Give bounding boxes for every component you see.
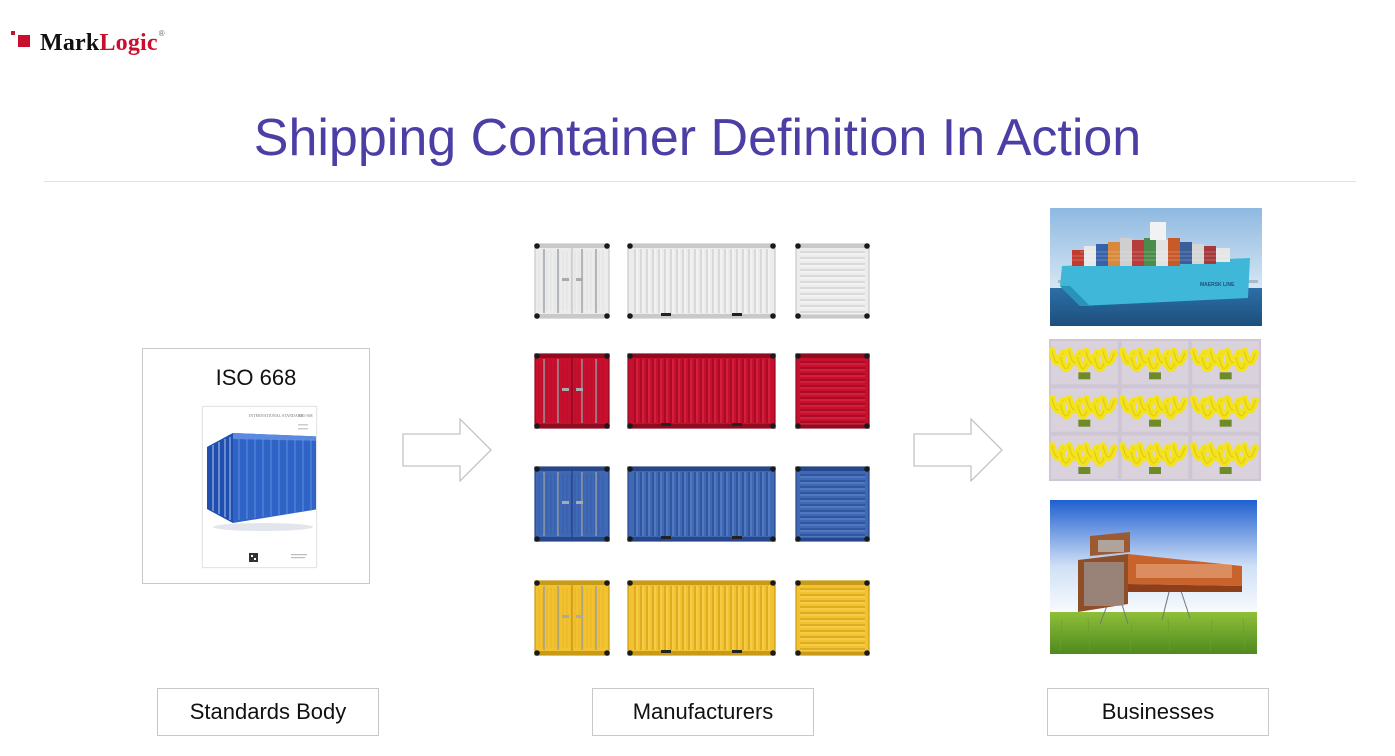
ship-icon: MAERSK LINE (1050, 208, 1262, 326)
container-end-icon (795, 466, 870, 542)
container-door-icon (534, 580, 610, 656)
container-side-icon (627, 353, 776, 429)
title-divider (44, 181, 1356, 182)
logo-registered-mark: ® (158, 28, 165, 38)
arrow-right-icon (913, 418, 1003, 482)
bananas-photo (1049, 339, 1261, 481)
iso-standard-card: ISO 668 INTERNATIONAL STANDARD ISO 668 (142, 348, 370, 584)
container-house-photo (1050, 500, 1257, 654)
container-end-icon (795, 580, 870, 656)
bananas-icon (1049, 339, 1261, 481)
logo-text-logic: Logic (99, 29, 158, 56)
logo-text-mark: Mark (40, 29, 100, 56)
container-door-icon (534, 353, 610, 429)
container-door-icon (534, 466, 610, 542)
ship-photo: MAERSK LINE (1050, 208, 1262, 326)
arrow-right-icon (402, 418, 492, 482)
page-title: Shipping Container Definition In Action (253, 109, 1142, 167)
manufacturers-label: Manufacturers (592, 688, 814, 736)
businesses-label: Businesses (1047, 688, 1269, 736)
container-end-icon (795, 243, 870, 319)
svg-text:MAERSK LINE: MAERSK LINE (1200, 282, 1235, 288)
container-side-icon (627, 580, 776, 656)
marklogic-logo: MarkLogic ® (11, 26, 165, 60)
container-side-icon (627, 466, 776, 542)
iso-document-image: INTERNATIONAL STANDARD ISO 668 (202, 406, 331, 568)
container-side-icon (627, 243, 776, 319)
container-end-icon (795, 353, 870, 429)
doc-header-left: INTERNATIONAL STANDARD (249, 413, 303, 418)
doc-header-right: ISO 668 (299, 413, 312, 418)
container-door-icon (534, 243, 610, 319)
container-house-icon (1050, 500, 1257, 654)
iso-standard-title: ISO 668 (215, 365, 297, 390)
iso-document-graphic: INTERNATIONAL STANDARD ISO 668 (207, 413, 331, 562)
standards-body-label: Standards Body (157, 688, 379, 736)
logo-mark-icon (11, 31, 30, 47)
